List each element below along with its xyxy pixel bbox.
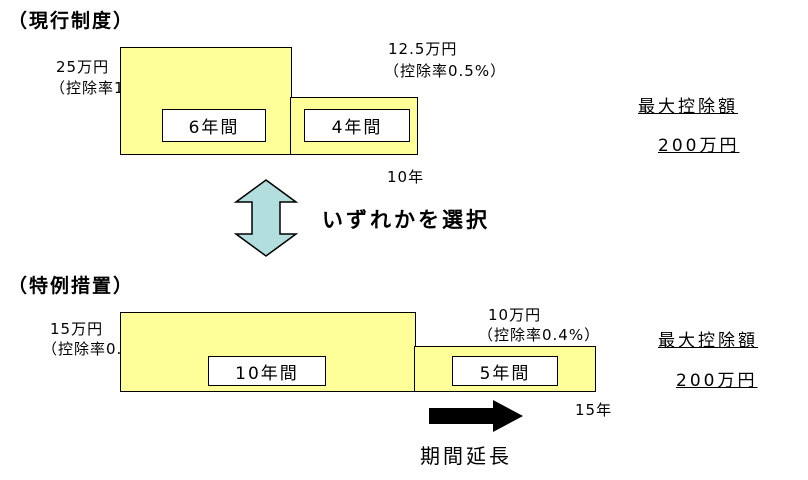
current-right-amount: 12.5万円 bbox=[388, 40, 458, 58]
current-title: （現行制度） bbox=[8, 10, 135, 32]
current-right-rate: （控除率0.5%） bbox=[384, 62, 507, 80]
current-max-deduction-value: 200万円 bbox=[658, 136, 740, 156]
current-first-period-label: 6年間 bbox=[162, 109, 266, 142]
special-second-period-label: 5年間 bbox=[452, 356, 558, 386]
special-left-amount: 15万円 bbox=[50, 320, 104, 338]
special-end-year: 15年 bbox=[575, 401, 613, 419]
extension-text: 期間延長 bbox=[420, 444, 512, 468]
special-max-deduction-label: 最大控除額 bbox=[658, 331, 758, 351]
special-right-rate: （控除率0.4%） bbox=[478, 326, 601, 344]
special-max-deduction-value: 200万円 bbox=[676, 371, 758, 391]
special-right-amount: 10万円 bbox=[488, 306, 542, 324]
right-arrow-icon bbox=[429, 400, 523, 432]
current-left-amount: 25万円 bbox=[56, 58, 110, 76]
choice-text: いずれかを選択 bbox=[322, 208, 490, 232]
special-title: （特例措置） bbox=[8, 275, 135, 297]
current-end-year: 10年 bbox=[387, 168, 425, 186]
current-max-deduction-label: 最大控除額 bbox=[638, 97, 738, 117]
double-arrow-icon bbox=[234, 179, 298, 257]
special-first-period-label: 10年間 bbox=[208, 356, 326, 386]
current-second-period-label: 4年間 bbox=[304, 109, 410, 142]
